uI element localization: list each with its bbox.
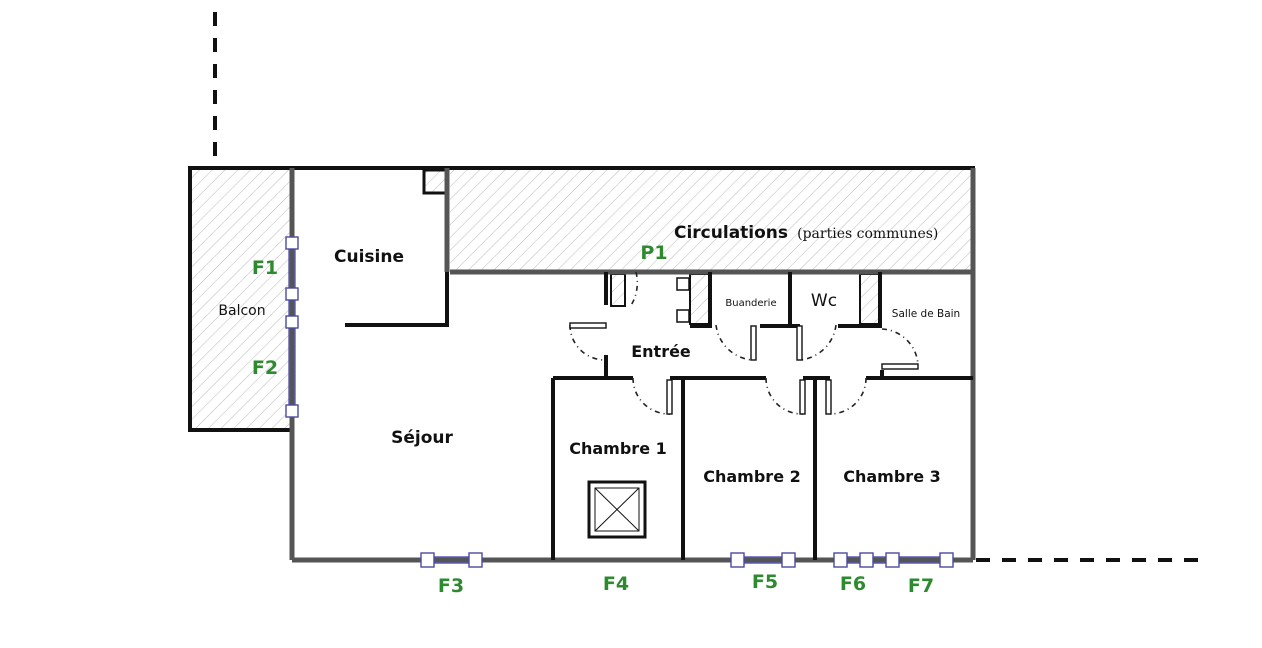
opening-label-f1: F1	[252, 257, 278, 279]
room-label-salle-de-bain: Salle de Bain	[892, 308, 960, 320]
entry-duct	[610, 273, 626, 307]
meter-box	[676, 309, 690, 323]
opening-label-p1: P1	[640, 242, 667, 264]
circulations-area	[450, 168, 973, 272]
opening-label-f2: F2	[252, 357, 278, 379]
doors	[569, 271, 919, 415]
opening-label-f5: F5	[752, 571, 778, 593]
opening-label-f6: F6	[840, 573, 866, 595]
room-label-chambre3: Chambre 3	[843, 467, 941, 486]
circulations-title: Circulations	[674, 223, 788, 243]
room-label-entree: Entrée	[631, 342, 691, 361]
room-label-circulations: Circulations (parties communes)	[674, 223, 938, 243]
circulations-note: (parties communes)	[797, 226, 938, 242]
opening-label-f7: F7	[908, 575, 934, 597]
windows	[285, 236, 954, 568]
room-label-balcon: Balcon	[218, 303, 265, 319]
room-label-sejour: Séjour	[391, 428, 453, 448]
meter-box	[676, 277, 690, 291]
wc-duct	[859, 273, 881, 325]
shaft-symbol	[587, 480, 647, 539]
room-label-chambre1: Chambre 1	[569, 439, 667, 458]
room-label-cuisine: Cuisine	[334, 247, 404, 267]
balcony-area	[190, 168, 292, 430]
opening-label-f4: F4	[603, 573, 629, 595]
laundry-duct	[689, 273, 711, 325]
room-label-buanderie: Buanderie	[725, 298, 776, 309]
walls	[188, 166, 976, 563]
opening-label-f3: F3	[438, 575, 464, 597]
room-label-wc: Wc	[811, 291, 837, 311]
kitchen-duct	[422, 168, 448, 195]
room-label-chambre2: Chambre 2	[703, 467, 801, 486]
